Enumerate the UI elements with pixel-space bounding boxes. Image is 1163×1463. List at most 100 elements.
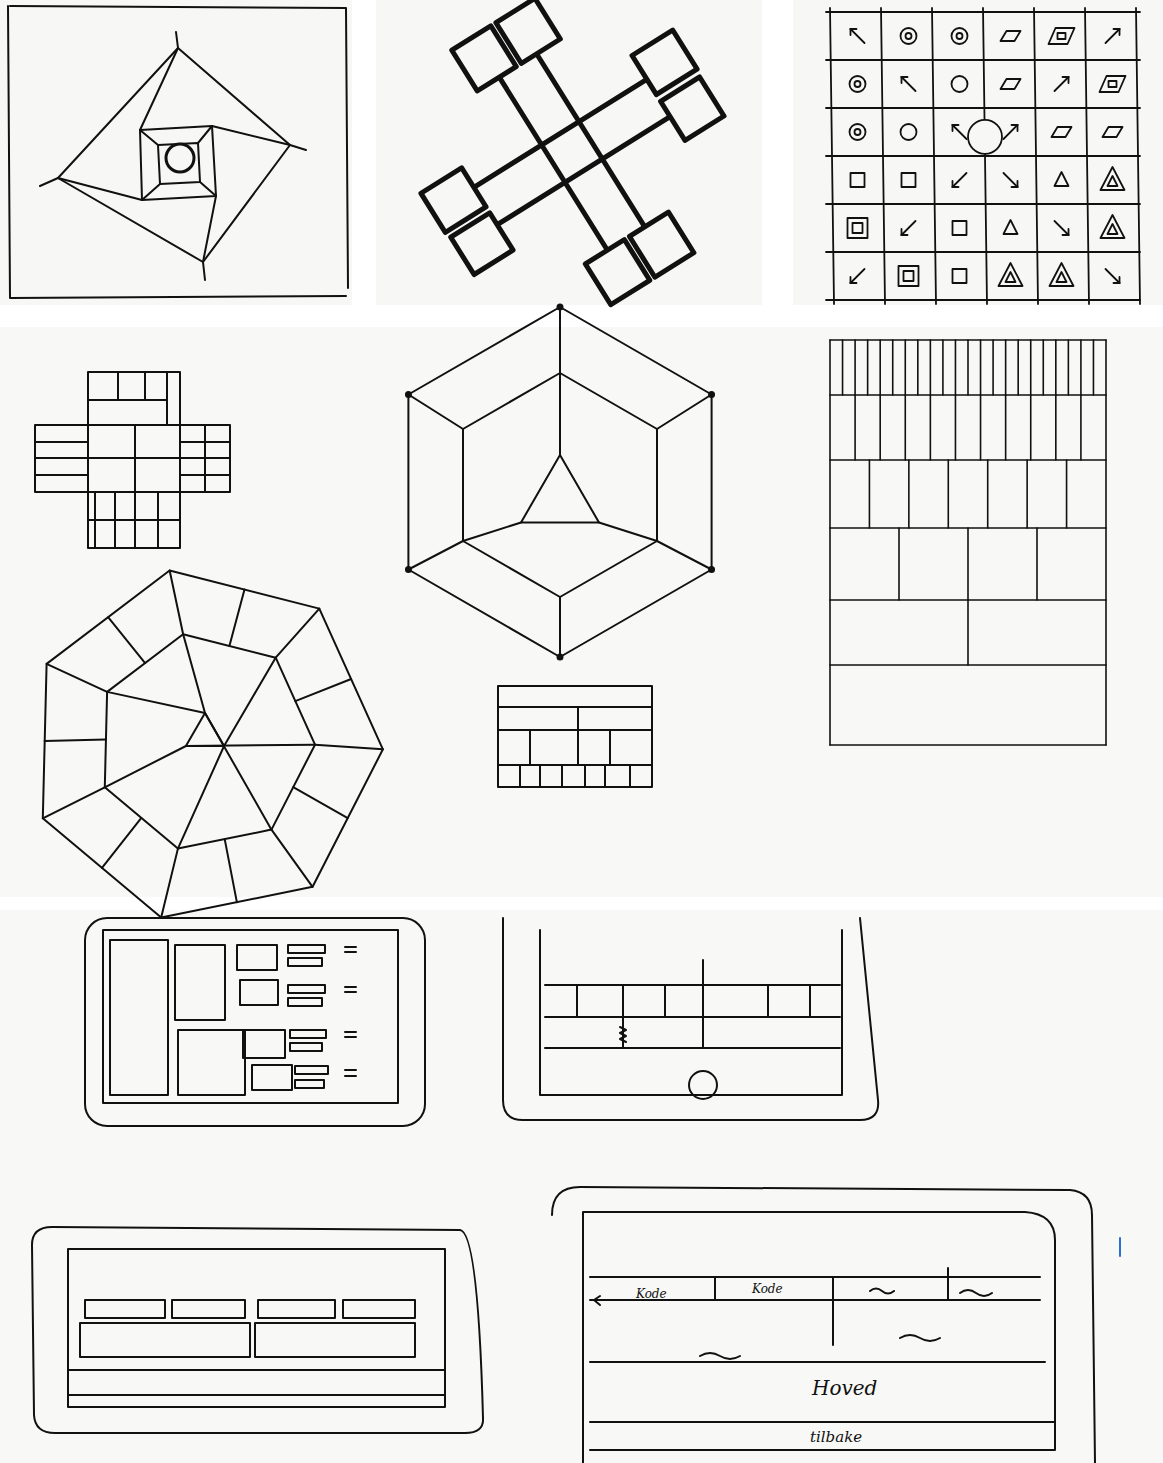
wireframe-label: tilbake	[810, 1430, 862, 1445]
sketch-stroke	[987, 460, 989, 528]
sketch-stroke	[850, 76, 866, 92]
sketch-stroke	[43, 787, 105, 818]
sketch-stroke	[161, 849, 178, 918]
sketch-stroke	[1080, 340, 1082, 395]
sketch-stroke	[1017, 181, 1019, 187]
sketch-stroke	[952, 181, 954, 187]
sketch-stroke	[559, 597, 561, 657]
sketch-stroke	[851, 269, 865, 283]
sketch-stroke	[105, 746, 186, 787]
sketch-stroke	[850, 124, 866, 140]
sketch-stroke	[276, 609, 320, 658]
sketch-stroke	[271, 830, 312, 887]
sketch-stroke	[102, 818, 141, 868]
sketch-stroke	[848, 218, 868, 238]
sketch-stroke	[1085, 8, 1089, 304]
sketch-stroke	[1005, 395, 1007, 460]
sketch-stroke	[1017, 340, 1019, 395]
sketch-stroke	[898, 528, 900, 600]
sketch-stroke	[901, 229, 903, 235]
sketch-stroke	[967, 528, 969, 600]
sketch-stroke	[463, 373, 657, 597]
sketch-stroke	[829, 340, 831, 745]
sketch-stroke	[225, 839, 237, 902]
sketch-stroke	[1101, 215, 1125, 238]
sketch-stroke	[107, 692, 205, 713]
sketch-stroke	[953, 125, 967, 139]
sketch-stroke	[45, 740, 106, 742]
nested-diamond-sketch	[8, 6, 348, 298]
sketch-stroke	[867, 340, 869, 395]
symbol-grid-sketch	[826, 8, 1140, 304]
sketch-stroke	[1057, 272, 1067, 282]
sketch-stroke	[930, 340, 932, 395]
sketch-stroke	[1006, 272, 1016, 282]
sketch-stroke	[968, 120, 1002, 154]
sketch-stroke	[1101, 167, 1125, 190]
sketch-stroke	[1108, 224, 1118, 234]
sketch-stroke	[408, 307, 711, 657]
sketch-stroke	[43, 571, 383, 918]
sketch-stroke	[1106, 29, 1120, 43]
sketch-stroke	[1050, 263, 1074, 286]
sketch-stroke	[170, 571, 184, 635]
sketch-stroke	[899, 266, 919, 286]
tall-grid-sketch	[830, 340, 1106, 745]
sketch-stroke	[953, 124, 959, 126]
sketch-stroke	[315, 745, 383, 750]
cross-net-sketch	[35, 372, 230, 548]
sketch-stroke	[1109, 81, 1117, 87]
sketch-stroke	[942, 340, 944, 395]
sketch-stroke	[904, 340, 906, 395]
tablet-wireframe	[503, 918, 878, 1120]
sketch-stroke	[408, 541, 463, 570]
sketch-stroke	[1017, 125, 1019, 131]
sketch-stroke	[851, 29, 865, 43]
sketch-stroke	[854, 340, 856, 395]
sketch-stroke	[850, 277, 852, 283]
sketch-stroke	[826, 251, 1140, 253]
sketch-stroke	[901, 28, 917, 44]
sketch-stroke	[406, 567, 411, 572]
sketch-stroke	[558, 655, 563, 660]
sketch-stroke	[902, 77, 916, 91]
sketch-stroke	[953, 186, 959, 188]
sketch-stroke	[967, 340, 969, 395]
photo-ground	[793, 0, 1163, 305]
sketch-stroke	[559, 373, 561, 455]
sketch-stroke	[902, 173, 916, 187]
sketch-stroke	[826, 107, 1140, 109]
sketch-stroke	[1106, 269, 1120, 283]
wireframe-label: Kode	[636, 1288, 667, 1300]
sketch-stroke	[295, 679, 351, 701]
sketch-stroke	[1042, 340, 1044, 395]
tablet-wireframe	[32, 1227, 483, 1433]
tablet-wireframe	[85, 918, 425, 1126]
sketch-stroke	[1049, 28, 1075, 44]
sketch-stroke	[930, 395, 932, 460]
sketch-stroke	[830, 459, 1106, 461]
sketch-stroke	[559, 307, 561, 373]
sketch-stroke	[1068, 229, 1070, 235]
sketch-stroke	[901, 124, 917, 140]
sketch-stroke	[1055, 395, 1057, 460]
tablet-wireframe	[552, 1187, 1095, 1463]
sketch-stroke	[850, 29, 852, 35]
sketch-stroke	[826, 155, 1140, 157]
sketch-stroke	[1004, 173, 1018, 187]
sketch-stroke	[1030, 395, 1032, 460]
sketch-stroke	[906, 33, 912, 39]
sketch-stroke	[902, 234, 908, 236]
sketch-stroke	[908, 460, 910, 528]
sketch-stroke	[1055, 77, 1069, 91]
sketch-stroke	[1055, 221, 1069, 235]
sketch-stroke	[980, 340, 982, 395]
sketch-stroke	[955, 340, 957, 395]
sketch-stroke	[709, 392, 714, 397]
wireframe-label: Kode	[752, 1283, 783, 1295]
sketch-stroke	[657, 395, 712, 430]
photo-ground	[376, 0, 762, 305]
sketch-stroke	[1119, 29, 1121, 35]
sketch-stroke	[953, 173, 967, 187]
sketch-stroke	[1100, 76, 1126, 92]
